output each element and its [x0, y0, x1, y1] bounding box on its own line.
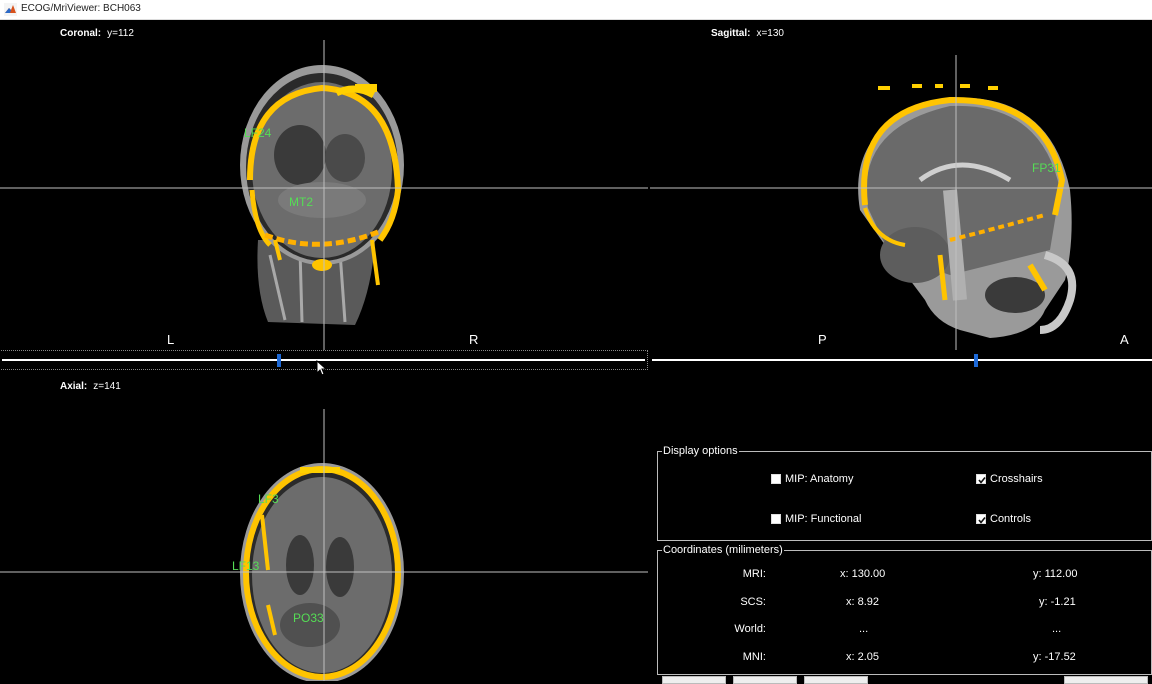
sagittal-view-label: Sagittal: x=130 [711, 28, 784, 39]
sagittal-slice-slider[interactable] [652, 353, 1152, 367]
sagittal-left-orientation: P [818, 332, 827, 347]
crosshairs-checkbox[interactable]: Crosshairs [976, 473, 1043, 485]
coord-x-value: ... [859, 623, 869, 635]
window-title: ECOG/MriViewer: BCH063 [21, 3, 141, 14]
coordinates-legend: Coordinates (milimeters) [662, 544, 784, 556]
bottom-button[interactable] [804, 676, 868, 684]
slider-thumb[interactable] [276, 354, 281, 367]
display-options-legend: Display options [662, 445, 739, 457]
coord-row-label: MRI: [742, 568, 766, 580]
bottom-button[interactable] [662, 676, 726, 684]
coord-x-value: x: 2.05 [846, 651, 880, 663]
mip-anatomy-label: MIP: Anatomy [785, 473, 854, 485]
coronal-slice-slider[interactable] [0, 350, 648, 370]
mip-anatomy-checkbox[interactable]: MIP: Anatomy [771, 473, 853, 485]
sagittal-view[interactable]: FP31 [650, 40, 1152, 350]
sagittal-coordinate: x=130 [756, 28, 784, 39]
coronal-mri-slice[interactable] [0, 40, 648, 350]
electrode-label: MT2 [289, 195, 313, 209]
bottom-button[interactable] [1064, 676, 1148, 684]
electrode-label: LF3 [258, 492, 279, 506]
electrode-label: LF24 [244, 126, 272, 140]
mouse-cursor-icon [316, 360, 326, 376]
display-options-panel: Display options [657, 445, 1152, 541]
controls-checkbox[interactable]: Controls [976, 513, 1031, 525]
coord-x-value: x: 8.92 [846, 596, 880, 608]
axial-view[interactable]: LF3 LF13 PO33 [0, 395, 648, 681]
matlab-icon [4, 3, 17, 16]
checkbox-box[interactable] [976, 514, 986, 524]
sagittal-title: Sagittal: [711, 28, 751, 39]
electrode-label: PO33 [293, 611, 324, 625]
bottom-button[interactable] [733, 676, 797, 684]
slider-track [2, 359, 645, 361]
checkbox-box[interactable] [976, 474, 986, 484]
coronal-view[interactable]: LF24 MT2 [0, 40, 648, 350]
coord-y-value: y: -1.21 [1039, 596, 1076, 608]
electrode-label: FP31 [1032, 161, 1061, 175]
checkbox-box[interactable] [771, 474, 781, 484]
coronal-view-label: Coronal: y=112 [60, 28, 134, 39]
sagittal-mri-slice[interactable] [650, 40, 1152, 350]
sagittal-right-orientation: A [1120, 332, 1129, 347]
axial-title: Axial: [60, 381, 88, 392]
checkmark-icon [978, 477, 986, 484]
checkmark-icon [978, 517, 986, 524]
coronal-title: Coronal: [60, 28, 102, 39]
coord-x-value: x: 130.00 [840, 568, 886, 580]
controls-label: Controls [990, 513, 1031, 525]
axial-coordinate: z=141 [93, 381, 121, 392]
checkbox-box[interactable] [771, 514, 781, 524]
coord-row-label: SCS: [740, 596, 766, 608]
coordinates-panel: Coordinates (milimeters) [657, 544, 1152, 675]
axial-view-label: Axial: z=141 [60, 381, 121, 392]
coronal-coordinate: y=112 [107, 28, 134, 39]
mip-functional-label: MIP: Functional [785, 513, 862, 525]
electrode-label: LF13 [232, 559, 260, 573]
coronal-left-orientation: L [167, 332, 175, 347]
slider-track [652, 359, 1152, 361]
window-titlebar: ECOG/MriViewer: BCH063 [0, 0, 1152, 20]
coronal-right-orientation: R [469, 332, 479, 347]
axial-mri-slice[interactable] [0, 395, 648, 681]
coord-y-value: ... [1052, 623, 1062, 635]
coord-row-label: MNI: [742, 651, 766, 663]
coord-y-value: y: 112.00 [1033, 568, 1078, 580]
slider-thumb[interactable] [974, 354, 979, 367]
coord-row-label: World: [734, 623, 766, 635]
coord-y-value: y: -17.52 [1033, 651, 1076, 663]
crosshairs-label: Crosshairs [990, 473, 1043, 485]
mip-functional-checkbox[interactable]: MIP: Functional [771, 513, 861, 525]
